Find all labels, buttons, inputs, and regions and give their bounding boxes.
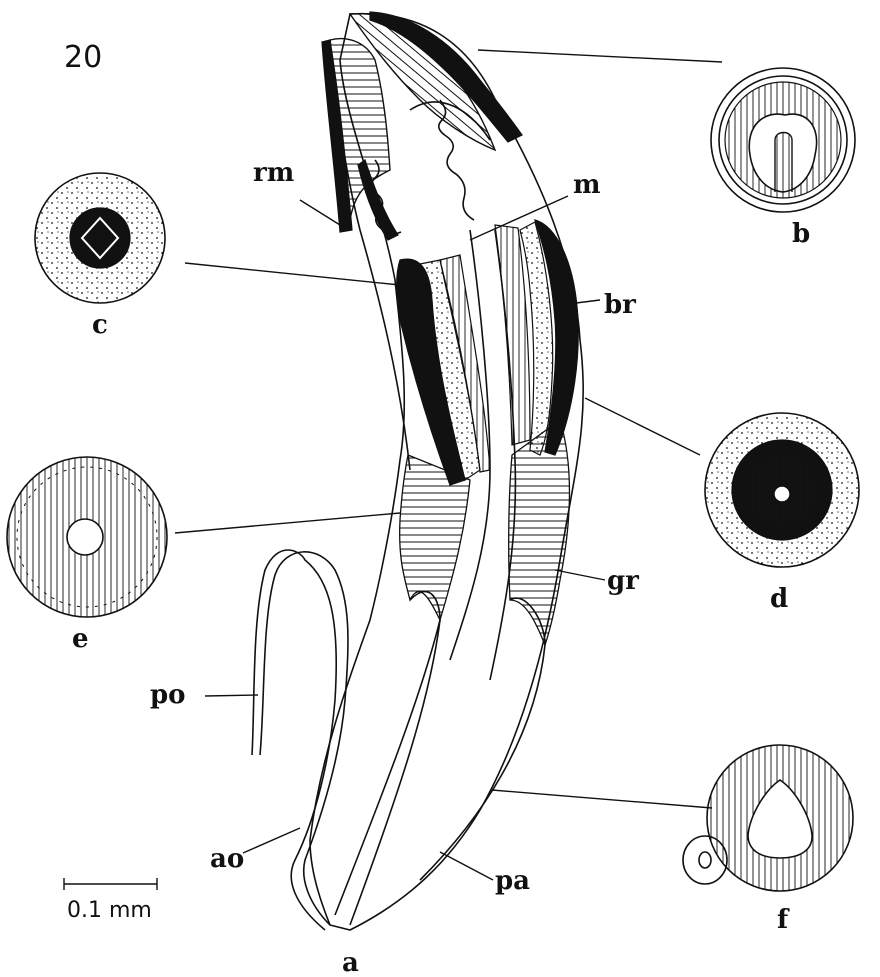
- main-section: [252, 12, 583, 930]
- label-m: m: [573, 170, 601, 200]
- label-br: br: [604, 290, 636, 320]
- scale-bar: 0.1 mm: [64, 878, 157, 923]
- label-po: po: [150, 680, 186, 710]
- section-b: b: [711, 68, 855, 249]
- section-f: f: [683, 745, 853, 935]
- figure-number: 20: [64, 40, 102, 75]
- section-f-label: f: [777, 905, 790, 935]
- label-gr: gr: [607, 566, 639, 596]
- organ-loop: [260, 552, 348, 925]
- section-e: e: [7, 457, 167, 654]
- gland-region-left: [400, 455, 470, 620]
- label-pa: pa: [495, 866, 530, 896]
- gland-region-right: [509, 420, 570, 645]
- section-c: c: [35, 173, 165, 340]
- section-d: d: [705, 413, 859, 614]
- label-a: a: [342, 948, 359, 977]
- section-d-label: d: [770, 584, 788, 614]
- label-ao: ao: [210, 844, 244, 874]
- section-b-label: b: [792, 219, 810, 249]
- label-rm: rm: [253, 158, 294, 188]
- scale-bar-label: 0.1 mm: [67, 898, 152, 923]
- section-c-label: c: [92, 310, 108, 340]
- section-e-label: e: [72, 624, 89, 654]
